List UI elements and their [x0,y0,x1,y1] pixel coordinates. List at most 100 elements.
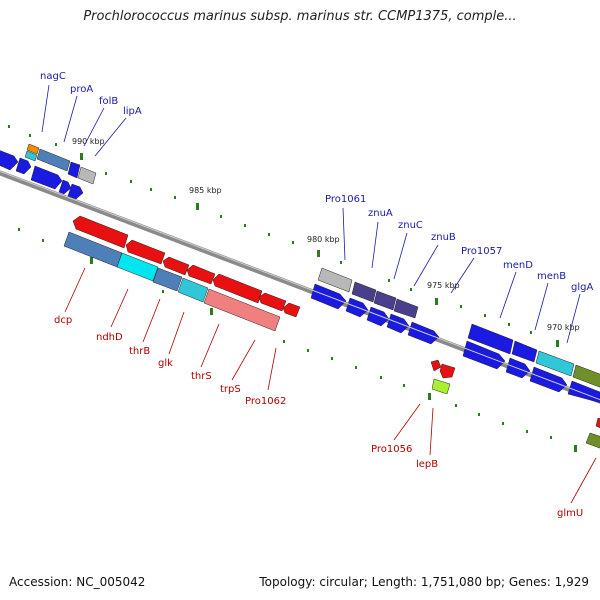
tick-label: 990 kbp [72,137,105,146]
leader-line [429,407,434,456]
major-tick [556,340,559,347]
leader-line [231,339,256,381]
gene-arrow[interactable] [595,417,600,430]
gene-arrow[interactable] [186,264,216,285]
gene-arrow[interactable] [26,143,40,155]
gene-arrow[interactable] [467,323,514,355]
forward-gene-labels: nagC proA folB lipA Pro1061 znuA znuC zn… [40,71,593,293]
gene-label-glk[interactable]: glk [158,358,173,369]
gene-arrow[interactable] [30,165,63,190]
gene-arrow[interactable] [439,363,456,379]
tick-dot [18,228,20,231]
tick-dot [502,422,504,425]
gene-arrow[interactable] [15,157,32,175]
leader-line [393,403,421,441]
tick-dot [388,279,390,282]
gene-arrow[interactable] [67,183,84,200]
accession-text: Accession: NC_005042 [9,575,146,589]
gene-label-Pro1056[interactable]: Pro1056 [371,444,412,455]
gene-arrow[interactable] [162,256,190,276]
tick-dot [283,340,285,343]
leader-line [64,267,86,313]
tick-dots [8,125,577,452]
gene-arrow[interactable] [373,290,397,311]
tick-dot [484,314,486,317]
tick-dot [150,188,152,191]
reverse-genes [63,215,600,450]
gene-label-Pro1057[interactable]: Pro1057 [461,246,502,257]
gene-label-lepB[interactable]: lepB [416,459,438,470]
backbone-highlight [0,170,600,401]
gene-arrow[interactable] [511,340,538,363]
gene-arrow[interactable] [0,149,19,171]
gene-arrow[interactable] [430,359,442,372]
gene-arrow[interactable] [24,150,38,162]
gene-arrow[interactable] [351,281,377,303]
gene-label-znuB[interactable]: znuB [431,232,456,243]
gene-arrow[interactable] [431,378,451,395]
gene-arrow[interactable] [152,267,183,292]
gene-arrow[interactable] [258,292,287,312]
tick-dot [29,134,31,137]
gene-label-proA[interactable]: proA [70,84,93,95]
reverse-gene-labels: dcp ndhD thrB glk thrS trpS Pro1062 Pro1… [54,315,583,519]
gene-label-ndhD[interactable]: ndhD [96,332,123,343]
gene-label-trpS[interactable]: trpS [220,384,241,395]
tick-dot [508,323,510,326]
leader-line [94,117,127,157]
gene-arrow[interactable] [567,380,600,404]
gene-label-glmU[interactable]: glmU [557,508,583,519]
tick-dot [244,224,246,227]
gene-arrow[interactable] [36,148,71,172]
tick-dot [268,233,270,236]
major-tick [317,250,320,257]
gene-label-thrB[interactable]: thrB [129,346,150,357]
gene-arrow[interactable] [125,239,166,265]
tick-dot [130,180,132,183]
gene-arrow[interactable] [116,252,159,282]
gene-arrow[interactable] [572,364,600,388]
reverse-leaders [64,267,597,504]
tick-dot [105,172,107,175]
gene-label-menB[interactable]: menB [537,271,566,282]
major-tick [428,393,431,400]
major-tick [210,308,213,315]
tick-dot [550,436,552,439]
gene-label-znuA[interactable]: znuA [368,208,393,219]
topology-text: Topology: circular; Length: 1,751,080 bp… [259,575,589,589]
gene-label-folB[interactable]: folB [99,96,118,107]
tick-dot [410,288,412,291]
gene-label-thrS[interactable]: thrS [191,371,212,382]
gene-arrow[interactable] [317,267,353,293]
leader-line [393,232,408,280]
gene-label-Pro1061[interactable]: Pro1061 [325,194,366,205]
tick-dot [526,430,528,433]
gene-label-dcp[interactable]: dcp [54,315,72,326]
gene-label-znuC[interactable]: znuC [398,220,423,231]
gene-arrow[interactable] [535,350,575,377]
gene-label-glgA[interactable]: glgA [571,282,593,293]
tick-dot [530,331,532,334]
gene-label-nagC[interactable]: nagC [40,71,66,82]
gene-arrow[interactable] [585,432,600,450]
gene-arrow[interactable] [203,288,281,332]
gene-label-lipA[interactable]: lipA [123,106,142,117]
gene-arrow[interactable] [67,161,81,179]
gene-arrow[interactable] [72,215,129,249]
major-tick [80,153,83,160]
leader-line [499,271,517,319]
gene-label-menD[interactable]: menD [503,260,533,271]
gene-arrow[interactable] [58,179,72,195]
gene-arrow[interactable] [386,313,410,334]
gene-arrow[interactable] [177,277,209,303]
gene-arrow[interactable] [366,306,390,327]
gene-label-Pro1062[interactable]: Pro1062 [245,396,286,407]
tick-dot [355,366,357,369]
tick-dot [380,376,382,379]
tick-label: 975 kbp [427,281,460,290]
gene-arrow[interactable] [77,166,97,185]
gene-arrow[interactable] [212,273,263,304]
gene-arrow[interactable] [393,298,419,319]
gene-arrow[interactable] [282,302,301,318]
